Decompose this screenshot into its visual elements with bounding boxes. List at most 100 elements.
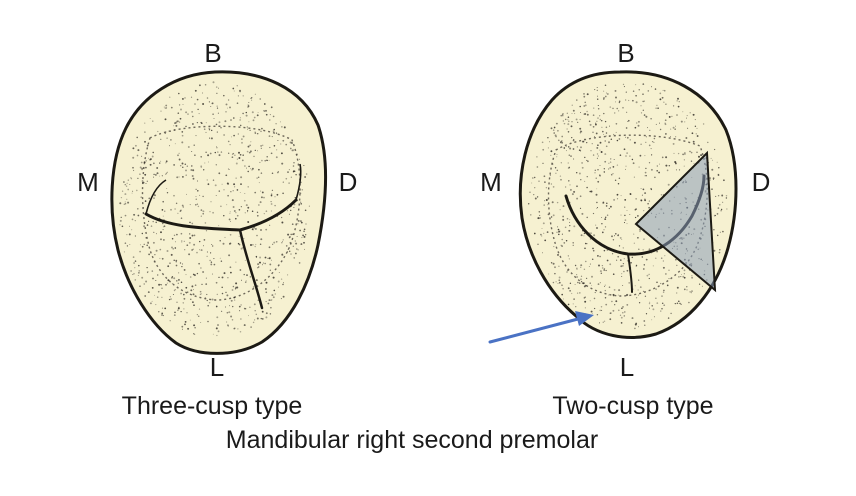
stipple-dot: [187, 113, 189, 115]
stipple-dot: [160, 160, 162, 162]
stipple-dot: [280, 298, 282, 300]
stipple-dot: [234, 299, 236, 301]
stipple-dot: [634, 285, 636, 287]
stipple-dot: [558, 265, 560, 268]
stipple-dot: [143, 283, 145, 285]
stipple-dot: [268, 246, 271, 249]
stipple-dot: [595, 132, 598, 135]
stipple-dot: [261, 191, 264, 194]
stipple-dot: [248, 101, 250, 104]
stipple-dot: [603, 267, 606, 270]
stipple-dot: [194, 89, 197, 92]
stipple-dot: [618, 101, 621, 104]
stipple-dot: [191, 123, 194, 125]
stipple-dot: [642, 100, 645, 103]
stipple-dot: [133, 262, 135, 264]
stipple-dot: [142, 207, 144, 209]
stipple-dot: [667, 183, 670, 186]
stipple-dot: [725, 195, 728, 197]
stipple-dot: [635, 322, 638, 325]
stipple-dot: [655, 297, 657, 299]
stipple-dot: [660, 257, 663, 260]
stipple-dot: [644, 171, 647, 174]
figure-caption: Mandibular right second premolar: [226, 426, 598, 454]
stipple-dot: [127, 179, 129, 181]
stipple-dot: [657, 107, 659, 110]
stipple-dot: [655, 107, 657, 109]
stipple-dot: [543, 175, 546, 178]
stipple-dot: [603, 269, 606, 271]
stipple-dot: [138, 264, 140, 267]
stipple-dot: [264, 262, 266, 265]
stipple-dot: [629, 192, 632, 195]
stipple-dot: [262, 262, 265, 264]
stipple-dot: [572, 109, 575, 112]
stipple-dot: [251, 169, 253, 171]
stipple-dot: [171, 283, 173, 284]
stipple-dot: [161, 287, 163, 290]
stipple-dot: [226, 182, 229, 185]
stipple-dot: [572, 148, 575, 150]
stipple-dot: [239, 192, 241, 193]
stipple-dot: [614, 101, 617, 103]
stipple-dot: [566, 128, 568, 130]
stipple-dot: [547, 136, 549, 139]
stipple-dot: [576, 197, 579, 200]
stipple-dot: [625, 168, 626, 170]
stipple-dot: [134, 279, 137, 281]
stipple-dot: [635, 264, 638, 267]
stipple-dot: [196, 251, 198, 254]
stipple-dot: [599, 282, 601, 284]
stipple-dot: [566, 269, 569, 272]
stipple-dot: [556, 156, 558, 158]
stipple-dot: [659, 98, 662, 101]
stipple-dot: [690, 160, 693, 162]
stipple-dot: [216, 92, 218, 94]
stipple-dot: [634, 126, 637, 129]
stipple-dot: [180, 310, 182, 313]
three-cusp-crown-outline: [110, 70, 328, 355]
stipple-dot: [195, 198, 197, 200]
stipple-dot: [151, 286, 154, 289]
stipple-dot: [161, 257, 164, 260]
stipple-dot: [668, 115, 671, 118]
stipple-dot: [623, 148, 626, 151]
stipple-dot: [259, 161, 261, 163]
stipple-dot: [265, 210, 268, 213]
stipple-dot: [200, 322, 202, 323]
stipple-dot: [610, 158, 612, 160]
stipple-dot: [197, 190, 199, 192]
stipple-dot: [213, 118, 215, 119]
stipple-dot: [182, 302, 184, 304]
stipple-dot: [228, 311, 231, 314]
stipple-dot: [238, 208, 241, 211]
stipple-dot: [132, 274, 134, 275]
stipple-dot: [533, 193, 535, 196]
stipple-dot: [254, 319, 256, 321]
stipple-dot: [720, 209, 722, 212]
stipple-dot: [571, 121, 573, 123]
stipple-dot: [605, 92, 607, 94]
stipple-dot: [633, 233, 635, 235]
stipple-dot: [181, 265, 183, 268]
three-cusp-mesial-pit: [145, 179, 167, 215]
stipple-dot: [134, 267, 136, 269]
stipple-dot: [152, 151, 154, 154]
stipple-dot: [673, 152, 675, 154]
stipple-dot: [206, 293, 208, 296]
stipple-dot: [263, 213, 265, 215]
stipple-dot: [614, 89, 617, 92]
stipple-dot: [212, 211, 214, 214]
stipple-dot: [538, 180, 540, 182]
stipple-dot: [556, 231, 558, 233]
stipple-dot: [189, 276, 192, 278]
stipple-dot: [205, 151, 207, 153]
stipple-dot: [608, 141, 610, 144]
stipple-dot: [231, 199, 234, 202]
stipple-dot: [682, 153, 684, 156]
stipple-dot: [567, 287, 570, 290]
stipple-dot: [615, 122, 618, 125]
stipple-dot: [615, 96, 617, 99]
stipple-dot: [564, 186, 567, 188]
stipple-dot: [618, 100, 621, 103]
